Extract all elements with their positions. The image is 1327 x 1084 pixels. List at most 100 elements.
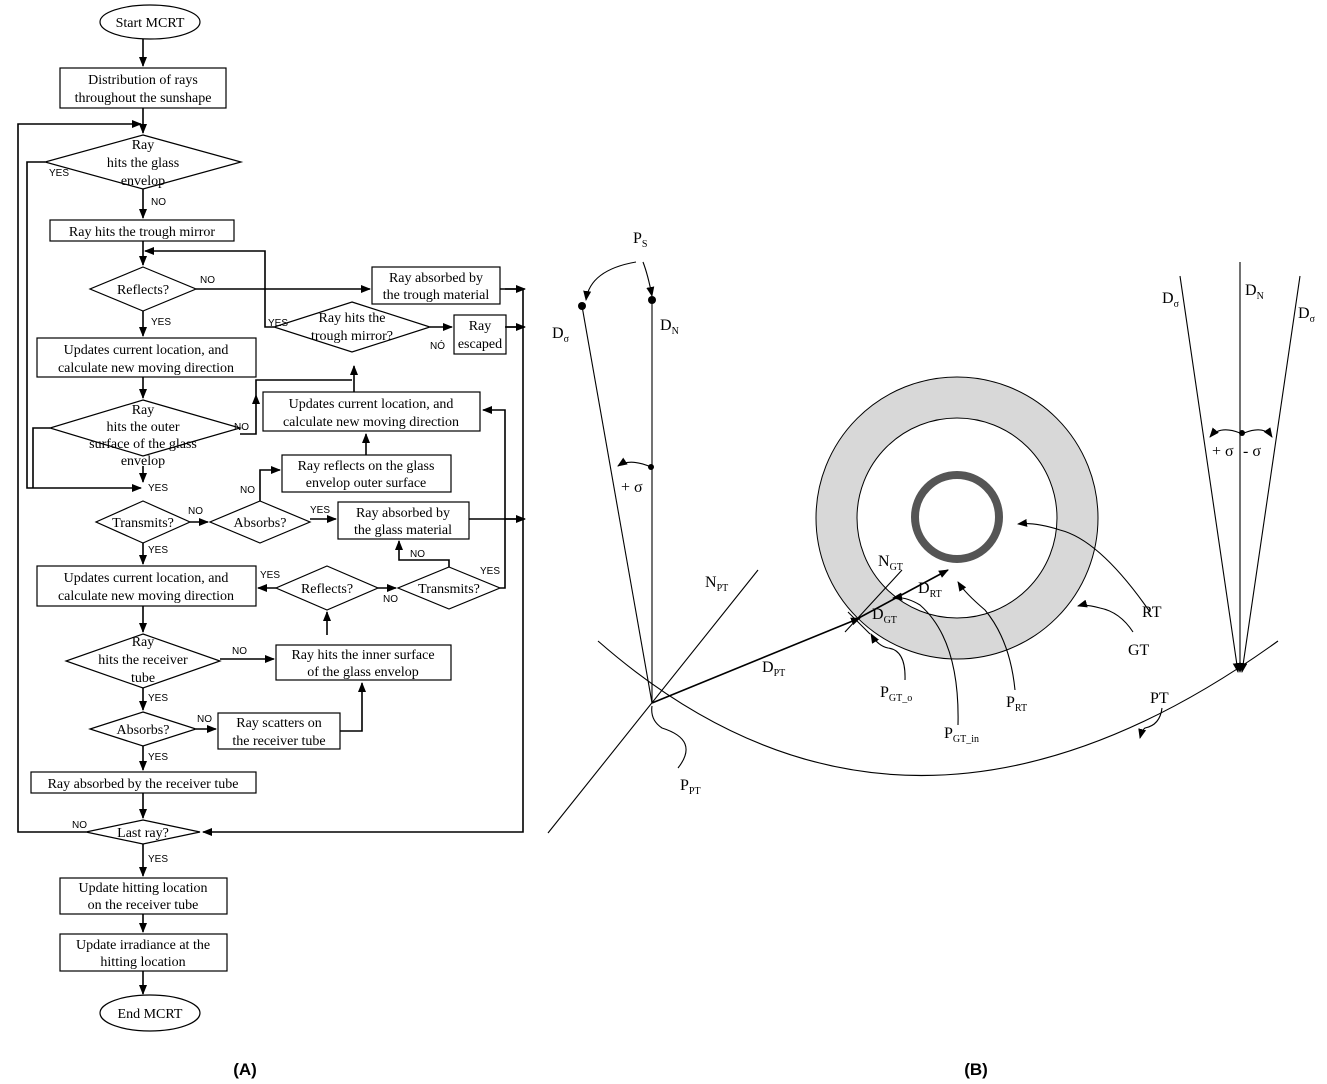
scatters-line-2: the receiver tube <box>232 734 325 749</box>
reflects-outer-line-2: envelop outer surface <box>306 476 427 491</box>
no-label: NO <box>234 422 249 433</box>
no-label: NO <box>151 197 166 208</box>
transmits-label-2: Transmits? <box>418 582 480 597</box>
transmits-decision-2 <box>396 566 502 610</box>
hits-receiver-line-3: tube <box>131 671 155 686</box>
update-irradiance-line-2: hitting location <box>100 955 185 970</box>
reflects-label-2: Reflects? <box>301 582 353 597</box>
hits-trough-box <box>49 219 235 242</box>
absorbed-glass-line-1: Ray absorbed by <box>356 506 450 521</box>
dn-origin-dot <box>648 296 656 304</box>
updates-box-2 <box>262 391 481 432</box>
label-dn-left: DN <box>660 317 679 337</box>
right-dsigma-left <box>1179 275 1241 673</box>
updates-box-1 <box>36 337 257 378</box>
scatters-box <box>217 712 341 750</box>
hits-outer-line-3: surface of the glass <box>89 437 197 452</box>
normal-line <box>547 569 759 834</box>
label-dpt: DPT <box>762 659 785 679</box>
label-pt: PT <box>1150 690 1169 707</box>
label-dn-right: DN <box>1245 282 1264 302</box>
dsigma-origin-dot <box>578 302 586 310</box>
distribution-line-1: Distribution of rays <box>88 73 198 88</box>
label-minus-sigma-right: - σ <box>1243 443 1261 460</box>
no-label: NÓ <box>430 339 445 352</box>
no-label: NO <box>72 820 87 831</box>
escaped-box <box>453 314 507 355</box>
no-label: NO <box>383 594 398 605</box>
hits-glass-line-2: hits the glass <box>107 156 179 171</box>
updates-1-line-2: calculate new moving direction <box>58 361 234 376</box>
update-hitting-box <box>59 877 228 915</box>
label-pgt-in: PGT_in <box>944 725 979 745</box>
end-label: End MCRT <box>118 1007 183 1022</box>
label-drt: DRT <box>918 580 942 600</box>
updates-2-line-2: calculate new moving direction <box>283 415 459 430</box>
absorbed-trough-box <box>371 266 501 305</box>
label-ngt: NGT <box>878 553 903 573</box>
absorbed-glass-line-2: the glass material <box>354 523 452 538</box>
yes-label: YES <box>148 854 168 865</box>
dpt-ray <box>651 617 861 704</box>
end-terminal <box>99 994 201 1032</box>
update-hitting-line-2: on the receiver tube <box>88 898 199 913</box>
yes-label: YES <box>148 693 168 704</box>
absorbs-decision-1 <box>208 500 312 544</box>
no-label: NO <box>240 485 255 496</box>
label-gt: GT <box>1128 642 1150 659</box>
update-hitting-line-1: Update hitting location <box>78 881 207 896</box>
yes-label: YES <box>148 545 168 556</box>
absorbed-trough-line-1: Ray absorbed by <box>389 271 483 286</box>
parabolic-trough-arc <box>597 640 1279 776</box>
no-label: NO <box>197 714 212 725</box>
absorbed-receiver-label: Ray absorbed by the receiver tube <box>48 777 239 792</box>
start-terminal <box>99 4 201 40</box>
distribution-box <box>59 67 227 109</box>
yes-label: YES <box>310 505 330 516</box>
label-prt: PRT <box>1006 694 1027 714</box>
hits-receiver-line-2: hits the receiver <box>98 653 188 668</box>
receiver-tube <box>911 471 1003 563</box>
hits-outer-decision <box>47 399 243 457</box>
flowchart: Start MCRT Distribution of rays througho… <box>17 4 526 1079</box>
reflects-label: Reflects? <box>117 283 169 298</box>
label-plus-sigma-left: + σ <box>621 479 643 496</box>
yes-label: YES <box>151 317 171 328</box>
reflects-decision-2 <box>274 565 380 611</box>
update-irradiance-line-1: Update irradiance at the <box>76 938 210 953</box>
start-label: Start MCRT <box>116 16 185 31</box>
absorbed-glass-box <box>337 501 470 540</box>
hits-receiver-line-1: Ray <box>132 635 155 650</box>
no-label: NO <box>188 506 203 517</box>
yes-label: YES <box>148 483 168 494</box>
label-npt: NPT <box>705 574 728 594</box>
label-dsigma-right-2: Dσ <box>1298 305 1316 325</box>
hits-inner-box <box>275 644 452 681</box>
hits-trough-label: Ray hits the trough mirror <box>69 225 216 240</box>
label-ppt: PPT <box>680 777 701 797</box>
distribution-line-2: throughout the sunshape <box>75 91 212 106</box>
absorbed-trough-line-2: the trough material <box>383 288 490 303</box>
label-rt: RT <box>1142 604 1162 621</box>
label-dsigma-left: Dσ <box>552 325 570 345</box>
absorbs-label-1: Absorbs? <box>234 516 287 531</box>
no-label: NO <box>232 646 247 657</box>
scatters-line-1: Ray scatters on <box>236 716 322 731</box>
label-dgt: DGT <box>872 606 897 626</box>
hits-glass-line-3: envelop <box>121 174 165 189</box>
yes-label: YES <box>480 566 500 577</box>
yes-label: YES <box>49 168 69 179</box>
geometry-diagram: PS Dσ DN + σ NPT DPT PPT NGT DRT DGT PGT… <box>547 230 1316 1079</box>
hits-inner-line-1: Ray hits the inner surface <box>291 648 434 663</box>
updates-2-line-1: Updates current location, and <box>289 397 454 412</box>
hits-trough-q-line-1: Ray hits the <box>319 311 386 326</box>
label-ps: PS <box>633 230 647 250</box>
hits-inner-line-2: of the glass envelop <box>307 665 419 680</box>
caption-a: (A) <box>233 1060 257 1079</box>
no-label: NO <box>200 275 215 286</box>
updates-3-line-2: calculate new moving direction <box>58 589 234 604</box>
updates-box-3 <box>36 565 257 607</box>
label-pgt-o: PGT_o <box>880 684 912 704</box>
yes-label: YES <box>260 570 280 581</box>
